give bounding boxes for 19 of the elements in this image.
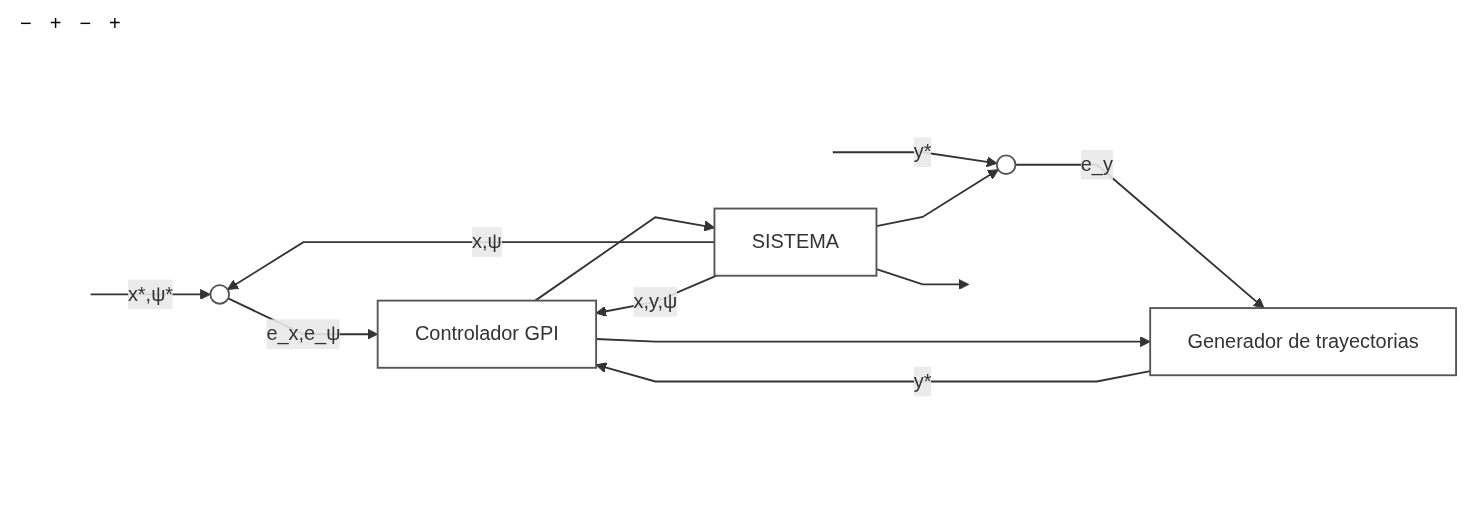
node-circle <box>209 283 230 305</box>
edge-label: e_y <box>1080 153 1113 175</box>
sign-label: − <box>20 12 32 35</box>
arrow <box>595 361 1152 382</box>
edge-label: x,ψ <box>472 230 502 252</box>
edge-label: x*,ψ* <box>127 282 174 304</box>
edge-label: x,y,ψ <box>633 290 678 312</box>
sign-label: + <box>109 12 121 35</box>
edge-label: y* <box>913 369 932 391</box>
arrow <box>831 150 998 167</box>
node-box: Generador de trayectorias <box>1149 306 1457 376</box>
edge-label: y* <box>913 140 932 162</box>
sign-label: − <box>79 12 92 35</box>
sign-label: + <box>49 12 62 35</box>
arrow <box>534 215 715 302</box>
node-box: SISTEMA <box>713 207 878 277</box>
node-box: Controlador GPI <box>376 299 598 369</box>
node-circle <box>995 153 1017 175</box>
edge-label: e_x,e_ψ <box>266 322 341 344</box>
